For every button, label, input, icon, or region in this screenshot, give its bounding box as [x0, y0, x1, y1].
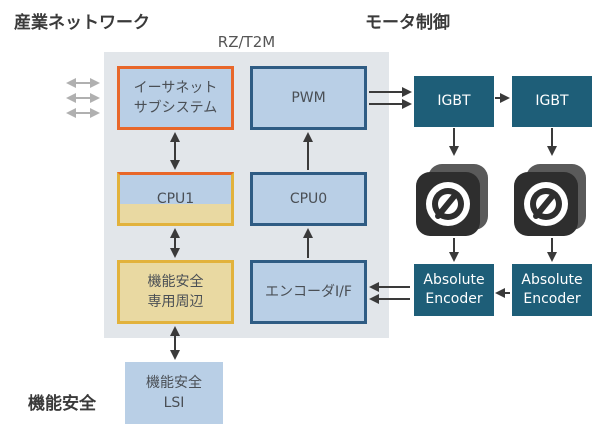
cpu0-block: CPU0: [250, 172, 367, 226]
encoder-1-line2: Encoder: [425, 291, 483, 307]
cpu0-label: CPU0: [289, 191, 328, 207]
safety-line1: 機能安全: [147, 274, 204, 290]
encoder-2-line1: Absolute: [521, 272, 583, 288]
igbt-2-label: IGBT: [535, 93, 569, 109]
igbt-1-label: IGBT: [437, 93, 471, 109]
motor-icon-1: [416, 164, 488, 236]
lsi-line2: LSI: [163, 395, 185, 411]
functional-safety-label: 機能安全: [28, 394, 96, 414]
ethernet-line2: サブシステム: [133, 100, 218, 116]
safety-line2: 専用周辺: [147, 294, 204, 310]
industrial-network-label: 産業ネットワーク: [14, 13, 150, 33]
ethernet-subsystem-block: イーサネットサブシステム: [117, 66, 234, 130]
encoder-1-line1: Absolute: [423, 272, 485, 288]
safety-peripheral-block: 機能安全専用周辺: [117, 260, 234, 324]
safety-lsi-block: 機能安全 LSI: [125, 362, 223, 424]
igbt-2: IGBT: [512, 76, 592, 127]
motor-icon-2: [514, 164, 586, 236]
network-arrows: [66, 78, 100, 118]
cpu1-block: CPU1: [117, 172, 234, 226]
pwm-block: PWM: [250, 66, 367, 130]
pwm-label: PWM: [291, 90, 326, 106]
ethernet-line1: イーサネット: [133, 80, 218, 96]
encoder-if-block: エンコーダI/F: [250, 260, 367, 324]
lsi-line1: 機能安全: [146, 375, 202, 391]
cpu1-label: CPU1: [156, 191, 195, 207]
igbt-1: IGBT: [414, 76, 494, 127]
encoder-if-label: エンコーダI/F: [265, 284, 352, 300]
encoder-2-line2: Encoder: [523, 291, 581, 307]
motor-control-label: モータ制御: [365, 13, 450, 33]
chip-title: RZ/T2M: [217, 33, 276, 51]
